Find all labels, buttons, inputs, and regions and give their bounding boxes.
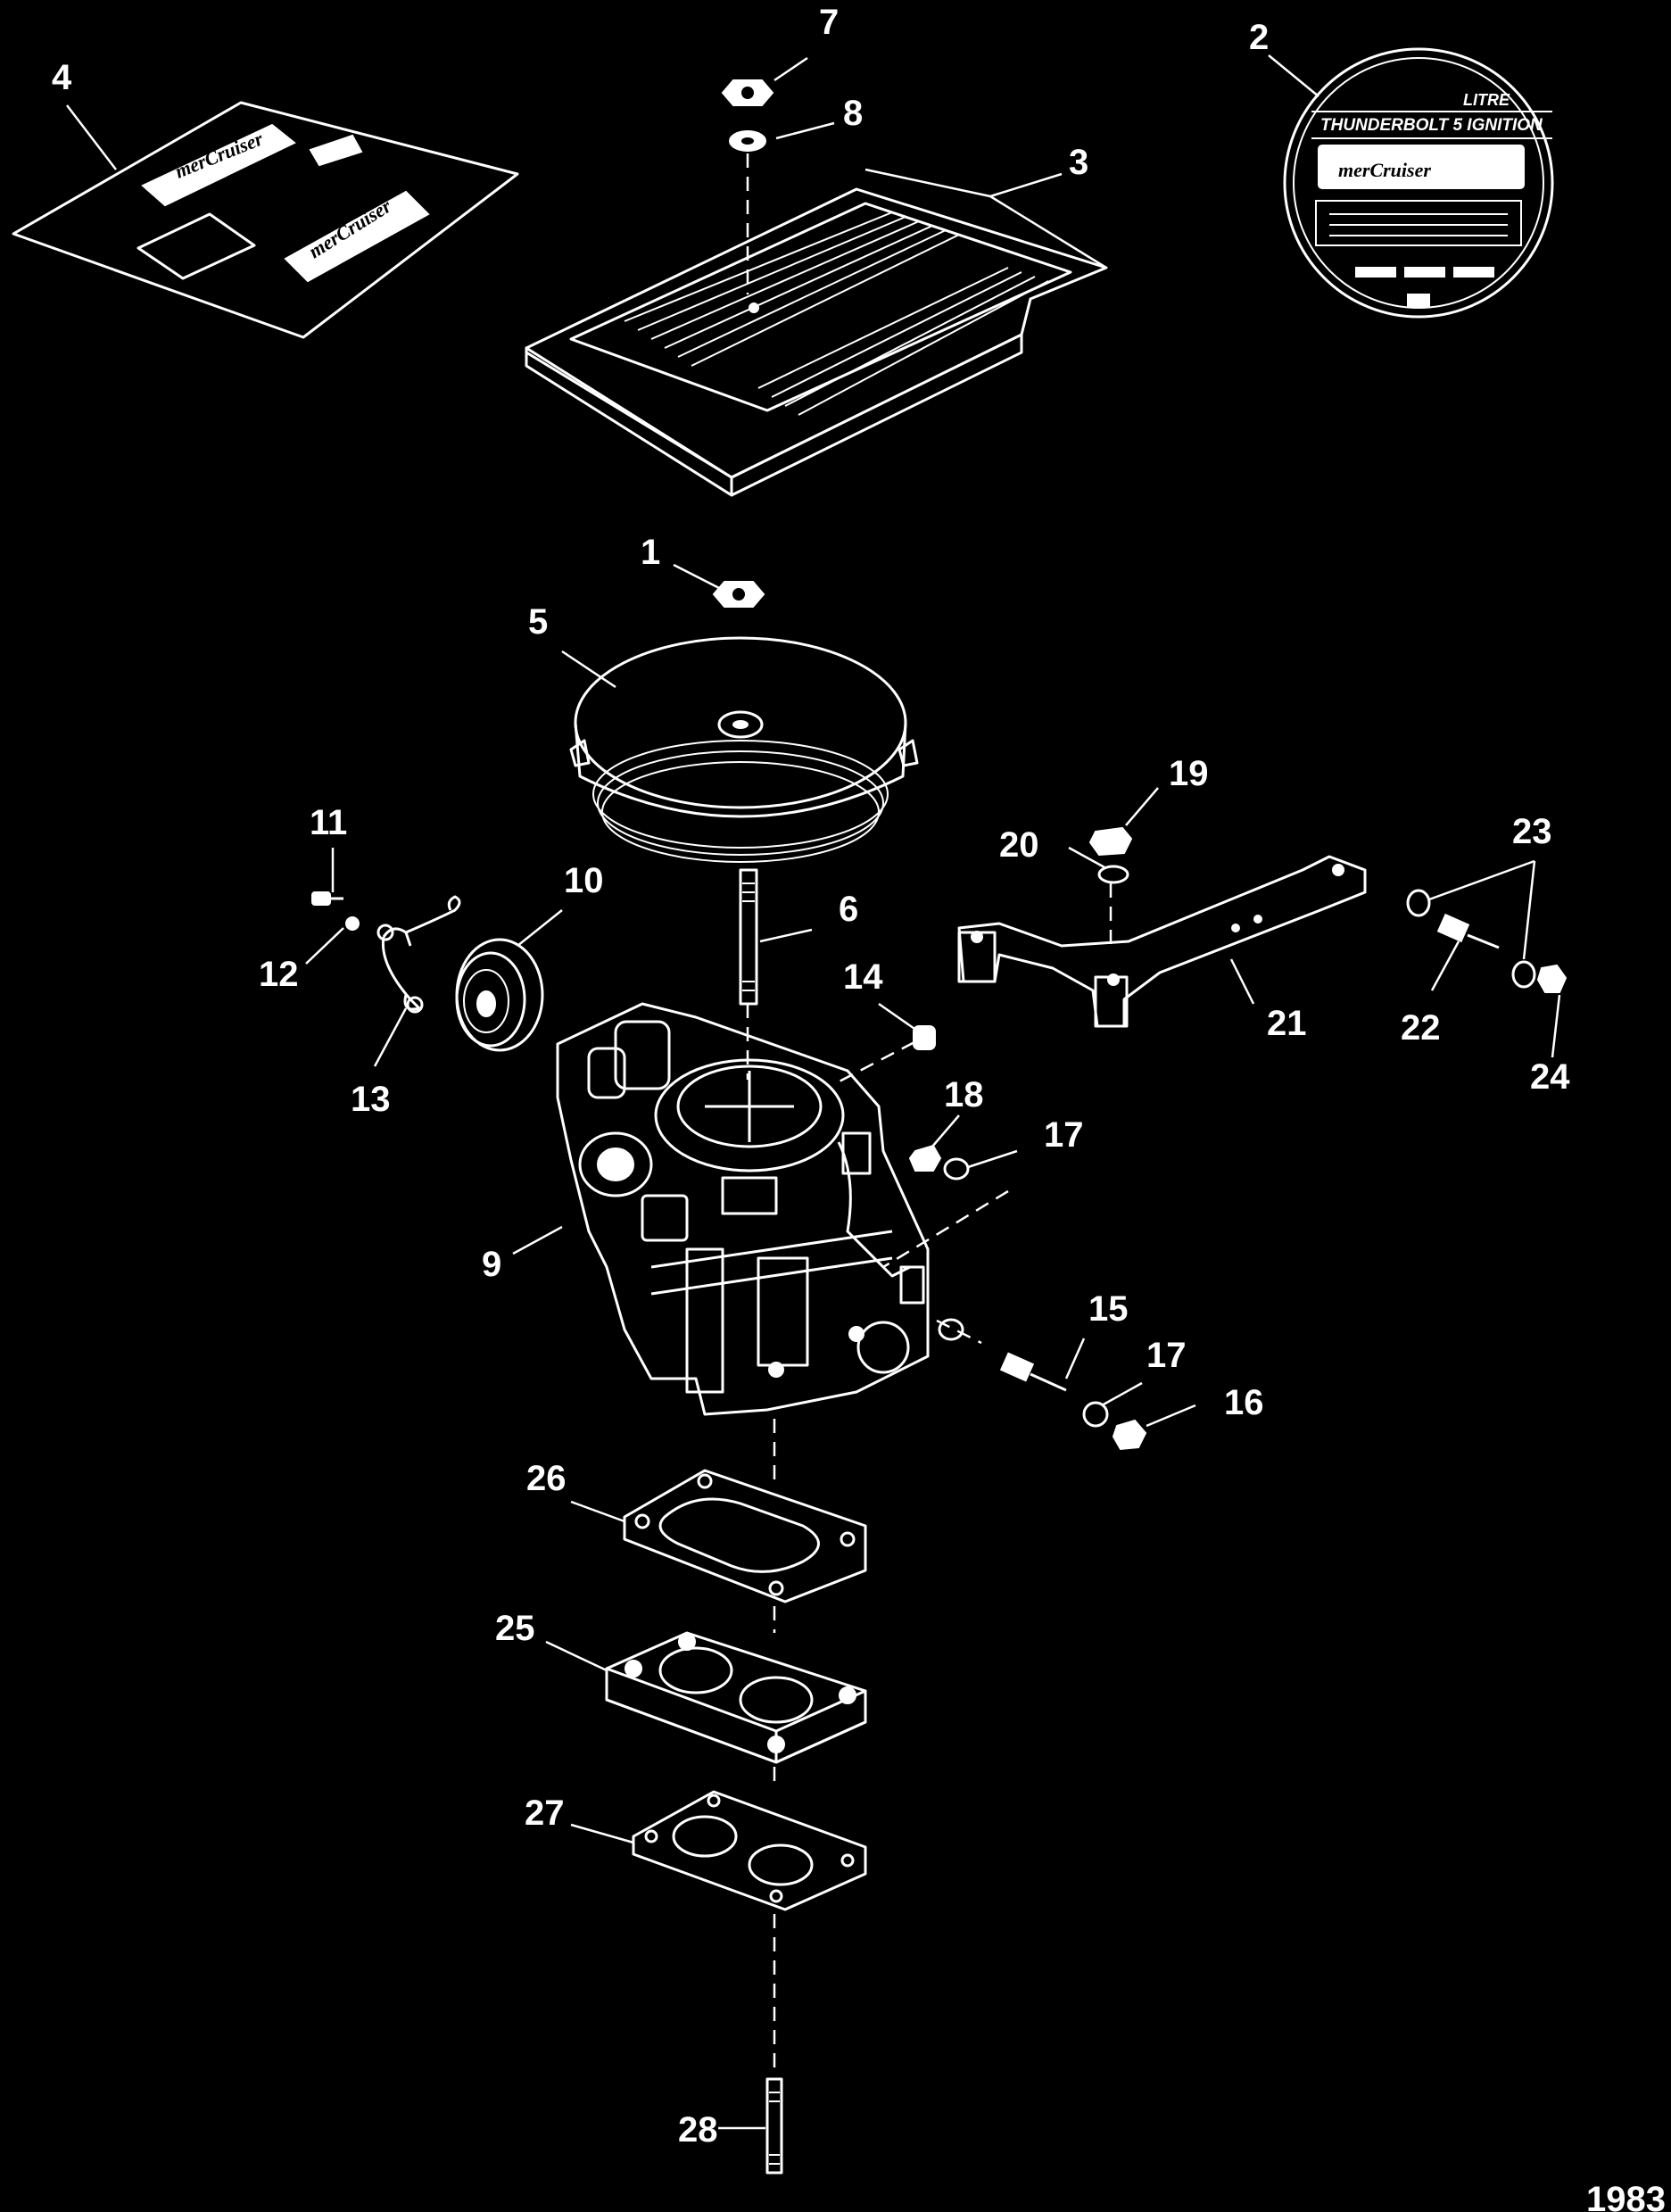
callout-3: 3 [1069,143,1088,182]
washer-23-left [1406,889,1431,917]
leader-dash-17-upper [882,1189,1009,1269]
gasket-26 [632,1790,867,1911]
callout-23: 23 [1512,812,1552,851]
callout-24: 24 [1530,1057,1570,1097]
arrestor-cover [525,187,1108,497]
carburetor [556,1002,930,1416]
washer-23-right [1511,960,1536,989]
callout-28: 28 [678,2110,718,2150]
leader-dash-14 [833,1040,915,1086]
leader-dash-15 [936,1319,982,1345]
screw-11 [311,891,343,906]
callout-6: 6 [839,890,858,929]
stud-15 [999,1352,1067,1392]
washer-8 [729,130,766,152]
washer-17-lower [1082,1401,1109,1428]
leader-lines [66,54,1561,2130]
plug-14 [913,1025,936,1050]
bracket-21 [957,855,1367,1028]
callout-11: 11 [310,803,347,842]
choke-housing-10 [455,938,544,1052]
callout-18: 18 [944,1075,984,1114]
stud-22 [1436,913,1500,949]
callout-8: 8 [843,94,863,133]
callout-22: 22 [1401,1008,1441,1048]
callout-13: 13 [351,1080,391,1119]
stud-28 [765,2077,783,2175]
callout-15: 15 [1088,1289,1129,1329]
washer-20 [1097,865,1129,884]
figure-number: 1983 [1586,2180,1666,2212]
washer-17-upper [943,1157,970,1181]
engine-plate: LITRE THUNDERBOLT 5 IGNITION merCruiser [1283,47,1554,319]
nut-24 [1536,964,1568,993]
callout-5: 5 [528,602,548,642]
callout-17-lower: 17 [1146,1336,1187,1375]
callout-21: 21 [1267,1004,1307,1043]
decal-sheet: merCruiser merCruiser [12,101,519,339]
callouts: 4 2 3 7 8 1 5 6 11 12 10 13 14 18 17 9 1… [52,3,1666,2212]
callout-16: 16 [1224,1383,1264,1422]
callout-27: 26 [526,1459,567,1498]
callout-17-upper: 17 [1044,1115,1084,1155]
callout-19: 19 [1169,754,1209,793]
callout-12: 12 [259,955,299,994]
callout-9: 9 [482,1245,501,1284]
plate-line2: THUNDERBOLT 5 IGNITION [1320,116,1543,135]
cover-fins [624,211,1049,416]
callout-25: 25 [495,1609,535,1648]
nut-19 [1088,826,1133,857]
plate-brand: merCruiser [1338,159,1431,181]
washer-12 [345,916,360,931]
nut-1 [712,581,765,608]
callout-10: 10 [564,861,604,900]
callout-26: 27 [525,1794,565,1833]
nut-16 [1112,1419,1147,1451]
callout-1: 1 [641,533,660,572]
washer-17-lower-front [938,1318,964,1341]
stud-6 [739,868,758,1006]
nut-18 [908,1144,942,1172]
spacer-25 [605,1631,867,1764]
gasket-27 [623,1469,867,1603]
callout-20: 20 [999,825,1039,865]
callout-2: 2 [1249,18,1269,57]
callout-4: 4 [52,58,72,97]
plate-line1: LITRE [1463,91,1510,109]
flame-arrestor [569,636,919,863]
retainer-13 [376,895,461,1014]
callout-14: 14 [843,957,883,997]
callout-7: 7 [819,3,839,42]
nut-7 [721,79,774,106]
